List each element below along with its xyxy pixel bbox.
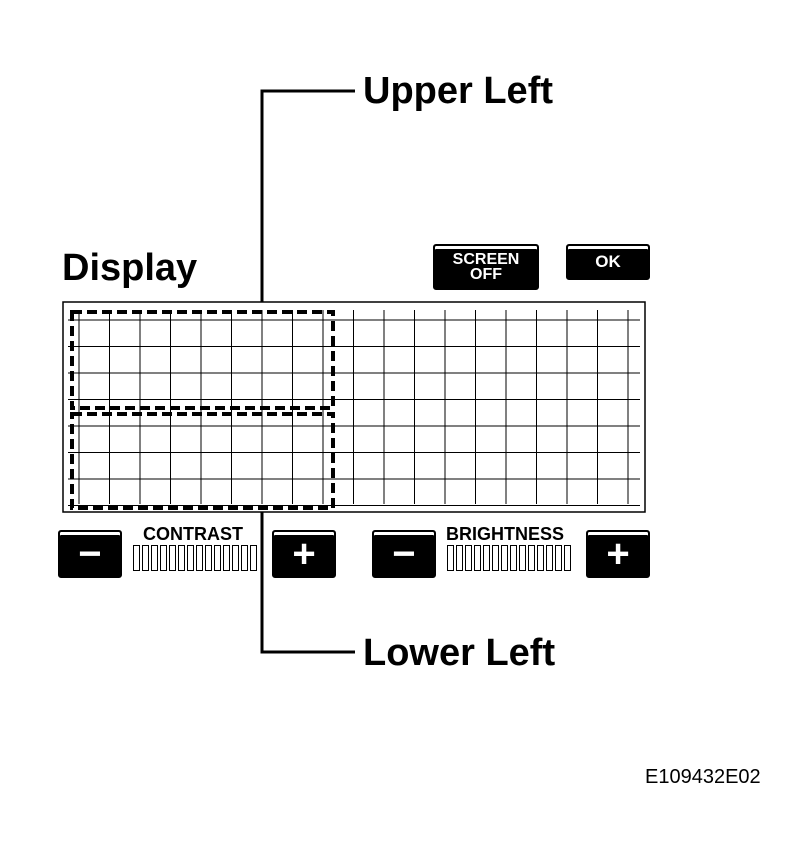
level-segment <box>519 545 526 571</box>
screen-off-button[interactable]: SCREEN OFF <box>433 244 539 290</box>
brightness-label: BRIGHTNESS <box>446 524 565 544</box>
display-grid <box>62 301 646 513</box>
level-segment <box>178 545 185 571</box>
level-segment <box>510 545 517 571</box>
level-segment <box>151 545 158 571</box>
level-segment <box>133 545 140 571</box>
level-segment <box>501 545 508 571</box>
level-segment <box>214 545 221 571</box>
level-segment <box>555 545 562 571</box>
level-segment <box>223 545 230 571</box>
level-segment <box>250 545 257 571</box>
brightness-increase-button[interactable]: + <box>586 530 650 578</box>
level-segment <box>546 545 553 571</box>
contrast-level-bar <box>133 545 257 573</box>
level-segment <box>465 545 472 571</box>
brightness-level-bar <box>447 545 571 573</box>
upper-left-leader-line <box>260 89 355 312</box>
level-segment <box>456 545 463 571</box>
lower-left-region <box>70 412 335 510</box>
lower-left-label: Lower Left <box>363 632 556 674</box>
level-segment <box>492 545 499 571</box>
level-segment <box>187 545 194 571</box>
screen-off-label-line2: OFF <box>470 266 502 283</box>
figure-id: E109432E02 <box>645 766 761 788</box>
brightness-decrease-button[interactable]: − <box>372 530 436 578</box>
lower-left-leader-line <box>260 508 355 654</box>
level-segment <box>241 545 248 571</box>
level-segment <box>528 545 535 571</box>
level-segment <box>205 545 212 571</box>
level-segment <box>483 545 490 571</box>
level-segment <box>564 545 571 571</box>
panel-title: Display <box>62 247 198 289</box>
level-segment <box>232 545 239 571</box>
level-segment <box>537 545 544 571</box>
level-segment <box>474 545 481 571</box>
screen-off-label-line1: SCREEN <box>452 251 520 268</box>
upper-left-region <box>70 310 335 410</box>
contrast-increase-button[interactable]: + <box>272 530 336 578</box>
level-segment <box>196 545 203 571</box>
level-segment <box>447 545 454 571</box>
level-segment <box>160 545 167 571</box>
level-segment <box>142 545 149 571</box>
level-segment <box>169 545 176 571</box>
contrast-decrease-button[interactable]: − <box>58 530 122 578</box>
ok-button[interactable]: OK <box>566 244 650 280</box>
contrast-label: CONTRAST <box>143 524 243 544</box>
upper-left-label: Upper Left <box>363 70 553 112</box>
